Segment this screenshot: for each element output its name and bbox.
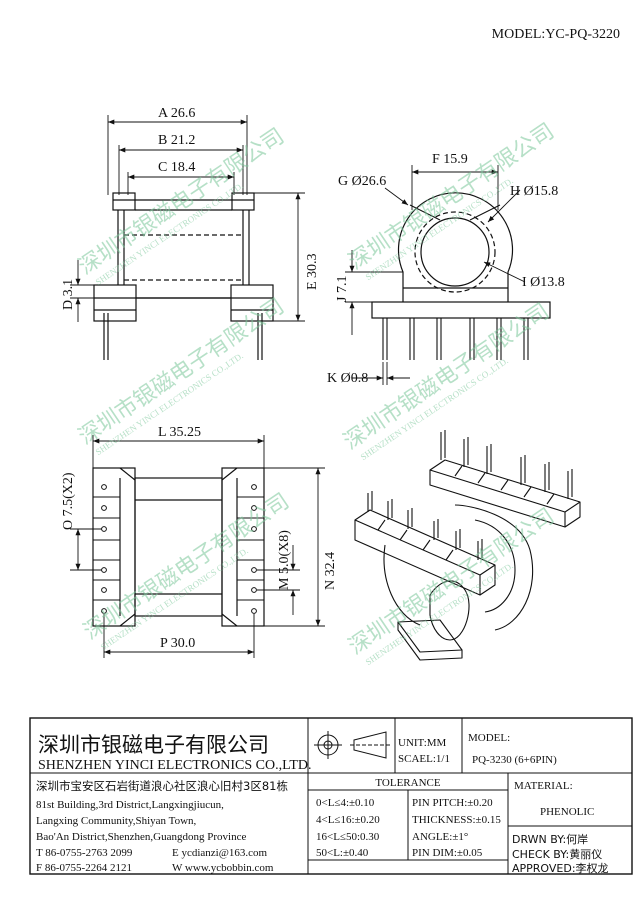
dim-f: F 15.9 [432,152,468,167]
dim-h: H Ø15.8 [510,184,558,199]
dim-i: I Ø13.8 [522,275,565,290]
material-head: MATERIAL: [514,780,573,792]
top-view-pins [101,484,257,614]
front-dims [70,115,305,322]
side-view [371,192,551,360]
dim-e: E 30.3 [305,253,320,290]
top-view [92,467,265,627]
address-en-2: Langxing Community,Shiyan Town, [36,815,197,827]
dim-g: G Ø26.6 [338,174,386,189]
dim-m: M 5.0(X8) [277,530,292,590]
company-name-en: SHENZHEN YINCI ELECTRONICS CO.,LTD. [38,758,312,773]
dim-a: A 26.6 [158,106,195,121]
watermark-4: 深圳市银磁电子有限公司 SHENZHEN YINCI ELECTRONICS C… [339,299,554,462]
dim-b: B 21.2 [158,133,195,148]
dim-c: C 18.4 [158,160,195,175]
check-by: CHECK BY:黄丽仪 [512,847,602,861]
tol-8: PIN DIM:±0.05 [412,847,483,859]
watermark-6: 深圳市银磁电子有限公司 SHENZHEN YINCI ELECTRONICS C… [344,504,559,667]
side-dims [345,165,526,385]
unit-label: UNIT:MM [398,737,447,749]
drawn-by: DRWN BY:何岸 [512,833,588,846]
model-head: MODEL: [468,732,510,744]
address-en-1: 81st Building,3rd District,Langxingjiucu… [36,799,224,811]
tol-3: 16<L≤50:0.30 [316,831,380,843]
front-view [93,192,274,360]
tol-7: ANGLE:±1° [412,831,468,843]
projection-symbol-icon [314,731,390,759]
dim-p: P 30.0 [160,636,195,651]
tol-5: PIN PITCH:±0.20 [412,797,493,809]
watermark-cn: 深圳市银磁电子有限公司 [79,489,294,645]
company-tel: T 86-0755-2763 2099 [36,847,133,859]
model-label: MODEL:YC-PQ-3220 [492,27,620,42]
approved-by: APPROVED:李权龙 [512,861,609,875]
scale-label: SCAEL:1/1 [398,753,450,765]
tol-2: 4<L≤16:±0.20 [316,814,380,826]
isometric-view [354,430,581,661]
tolerance-head: TOLERANCE [375,777,440,789]
address-en-3: Bao'An District,Shenzhen,Guangdong Provi… [36,831,246,843]
material-value: PHENOLIC [540,806,594,818]
watermark-cn: 深圳市银磁电子有限公司 [339,299,554,455]
address-cn: 深圳市宝安区石岩街道浪心社区浪心旧村3区81栋 [36,779,288,793]
company-name-cn: 深圳市银磁电子有限公司 [38,733,269,757]
model-value: PQ-3230 (6+6PIN) [472,754,557,766]
company-fax: F 86-0755-2264 2121 [36,862,132,874]
dim-o: O 7.5(X2) [61,472,76,530]
tol-1: 0<L≤4:±0.10 [316,797,375,809]
watermark-2: 深圳市银磁电子有限公司 SHENZHEN YINCI ELECTRONICS C… [344,119,559,282]
tol-6: THICKNESS:±0.15 [412,814,501,826]
dim-l: L 35.25 [158,425,201,440]
dim-n: N 32.4 [323,552,338,590]
title-block [29,717,633,875]
dim-j: J 7.1 [335,276,350,302]
top-dims [70,435,325,658]
tol-4: 50<L:±0.40 [316,847,369,859]
dim-d: D 3.1 [61,279,76,310]
dim-k: K Ø0.8 [327,371,368,386]
company-web: W www.ycbobbin.com [172,862,274,874]
watermark-5: 深圳市银磁电子有限公司 SHENZHEN YINCI ELECTRONICS C… [79,489,294,652]
company-email: E ycdianzi@163.com [172,847,267,859]
